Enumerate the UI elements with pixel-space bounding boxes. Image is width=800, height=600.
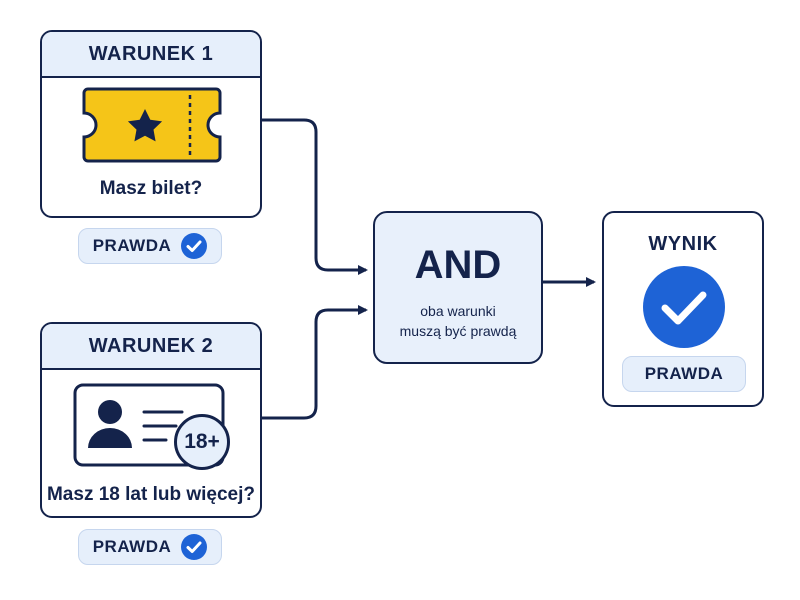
condition2-question: Masz 18 lat lub więcej? [46, 484, 256, 505]
and-subtitle-line2: muszą być prawdą [399, 323, 517, 339]
condition1-header: WARUNEK 1 [42, 32, 260, 78]
condition2-header: WARUNEK 2 [42, 324, 260, 370]
arrow-condition2-to-and [262, 305, 368, 420]
condition1-status-label: PRAWDA [92, 236, 172, 255]
and-operator-box: AND oba warunki muszą być prawdą [373, 211, 543, 364]
condition1-card: WARUNEK 1 Masz bilet? [40, 30, 262, 218]
age-18-plus-badge: 18+ [174, 414, 230, 470]
condition2-status-label: PRAWDA [92, 537, 172, 556]
check-circle-icon [181, 233, 208, 259]
condition1-question: Masz bilet? [99, 178, 203, 199]
arrow-condition1-to-and [262, 118, 368, 275]
result-card: WYNIK PRAWDA [602, 211, 764, 407]
result-status-label: PRAWDA [644, 364, 724, 383]
condition2-card: WARUNEK 2 18+ Masz 18 lat lub więcej? [40, 322, 262, 518]
result-header: WYNIK [648, 233, 718, 255]
check-circle-icon [181, 534, 208, 560]
result-status-badge: PRAWDA [622, 356, 746, 392]
condition2-status-badge: PRAWDA [78, 529, 222, 565]
and-subtitle-line1: oba warunki [420, 303, 496, 319]
age-badge-label: 18+ [184, 430, 220, 453]
and-operator-subtitle: oba warunki muszą być prawdą [375, 301, 541, 341]
ticket-icon [82, 87, 222, 163]
and-operator-title: AND [414, 243, 502, 287]
check-circle-icon [643, 266, 725, 348]
condition1-status-badge: PRAWDA [78, 228, 222, 264]
